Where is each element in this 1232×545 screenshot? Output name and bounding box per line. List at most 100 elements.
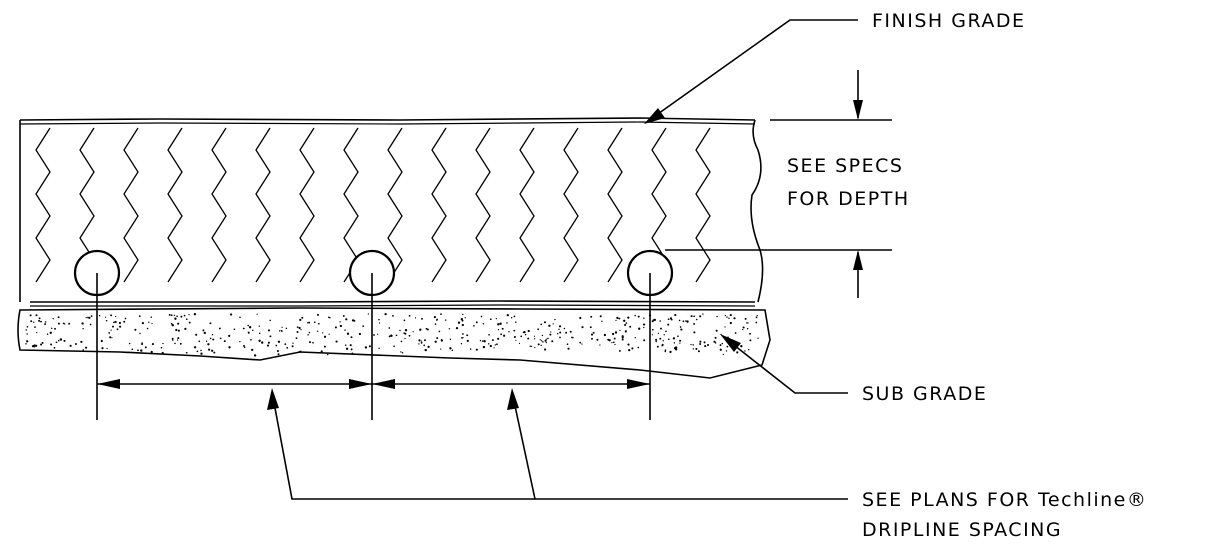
stipple-dot: [473, 324, 475, 327]
stipple-dot: [258, 325, 260, 327]
stipple-dot: [643, 323, 646, 326]
stipple-dot: [291, 345, 294, 348]
stipple-dot: [704, 345, 707, 348]
stipple-dot: [634, 314, 636, 317]
stipple-dot: [679, 326, 682, 328]
stipple-dot: [461, 319, 464, 322]
stipple-dot: [554, 318, 556, 321]
stipple-dot: [278, 330, 281, 332]
stipple-dot: [388, 327, 391, 329]
stipple-dot: [230, 313, 233, 316]
stipple-dot: [540, 344, 542, 346]
stipple-dot: [308, 321, 311, 324]
stipple-dot: [401, 351, 404, 354]
stipple-dot: [267, 341, 270, 344]
stipple-dot: [734, 332, 737, 334]
stipple-dot: [637, 315, 640, 318]
stipple-dot: [173, 314, 176, 316]
stipple-dot: [616, 316, 619, 320]
stipple-dot: [621, 336, 624, 339]
depth-label-line1: SEE SPECS: [787, 155, 903, 177]
stipple-dot: [736, 351, 739, 354]
stipple-dot: [740, 345, 743, 348]
stipple-dot: [41, 341, 44, 344]
stipple-dot: [551, 340, 554, 343]
stipple-dot: [218, 327, 221, 330]
stipple-dot: [627, 343, 630, 346]
stipple-dot: [506, 313, 509, 317]
stipple-dot: [425, 327, 428, 330]
stipple-dot: [667, 323, 670, 326]
stipple-dot: [400, 351, 402, 353]
stipple-dot: [725, 350, 728, 352]
stipple-dot: [26, 325, 29, 328]
stipple-dot: [44, 323, 47, 326]
stipple-dot: [487, 343, 490, 345]
stipple-dot: [643, 326, 645, 329]
stipple-dot: [579, 316, 582, 320]
stipple-dot: [599, 315, 602, 318]
stipple-dot: [239, 341, 241, 343]
stipple-dot: [261, 341, 264, 344]
stipple-dot: [200, 352, 203, 355]
stipple-dot: [695, 347, 698, 350]
stipple-dot: [344, 329, 346, 331]
stipple-dot: [436, 337, 439, 340]
stipple-dot: [662, 340, 664, 342]
stipple-dot: [545, 341, 547, 344]
stipple-dot: [219, 337, 222, 340]
stipple-dot: [482, 322, 485, 325]
soil-hatch-stroke: [387, 127, 403, 283]
stipple-dot: [362, 325, 365, 327]
stipple-dot: [674, 346, 678, 349]
stipple-dot: [286, 346, 289, 349]
stipple-dot: [543, 321, 547, 324]
stipple-dot: [269, 335, 272, 338]
stipple-dot: [53, 346, 56, 349]
stipple-dot: [243, 346, 246, 349]
stipple-dot: [659, 320, 661, 322]
stipple-dot: [171, 324, 174, 327]
stipple-dot: [529, 345, 532, 348]
stipple-dot: [280, 330, 282, 332]
stipple-dot: [618, 349, 621, 352]
stipple-dot: [193, 346, 197, 349]
stipple-dot: [629, 325, 632, 328]
stipple-dot: [185, 318, 188, 321]
stipple-dot: [742, 328, 744, 331]
stipple-dot: [161, 351, 164, 355]
stipple-dot: [276, 349, 279, 353]
soil-hatch-stroke: [431, 127, 447, 283]
stipple-dot: [151, 343, 154, 346]
stipple-dot: [714, 336, 717, 339]
stipple-dot: [98, 314, 101, 317]
stipple-dot: [603, 333, 607, 337]
stipple-dot: [726, 345, 729, 348]
stipple-dot: [660, 327, 662, 330]
stipple-dot: [140, 349, 143, 352]
stipple-dot: [378, 318, 380, 321]
stipple-dot: [344, 344, 347, 346]
stipple-dot: [434, 323, 437, 325]
stipple-dot: [312, 341, 314, 344]
stipple-dot: [350, 348, 353, 351]
stipple-dot: [534, 346, 536, 349]
stipple-dot: [323, 345, 326, 348]
stipple-dot: [258, 339, 261, 342]
stipple-dot: [25, 343, 27, 345]
stipple-dot: [566, 343, 569, 346]
stipple-dot: [520, 335, 523, 338]
depth-label-line2: FOR DEPTH: [787, 188, 910, 210]
stipple-dot: [631, 347, 634, 350]
spacing-extension-lines: [96, 273, 651, 420]
stipple-dot: [63, 339, 66, 342]
stipple-dot: [461, 323, 464, 327]
stipple-dot: [457, 321, 461, 324]
stipple-dot: [539, 339, 541, 341]
stipple-dot: [540, 340, 543, 342]
stipple-dot: [148, 321, 150, 324]
stipple-dot: [170, 322, 173, 325]
stipple-dot: [408, 315, 411, 317]
stipple-dot: [621, 338, 624, 341]
stipple-dot: [300, 350, 302, 352]
